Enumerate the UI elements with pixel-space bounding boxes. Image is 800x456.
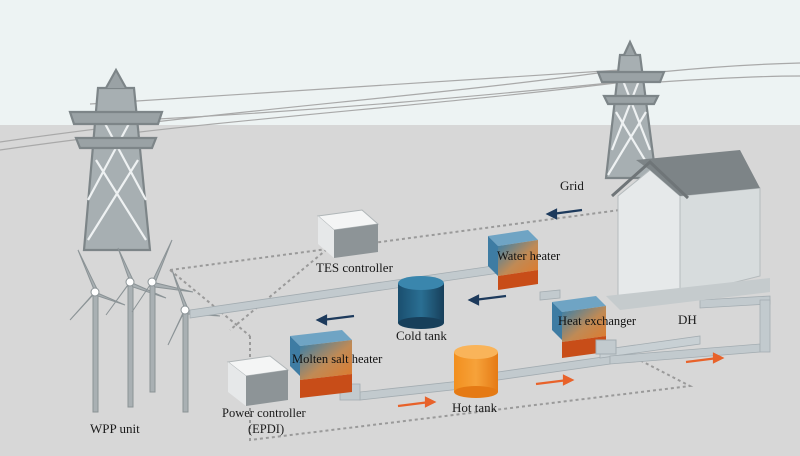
- pipes: [189, 261, 771, 401]
- power-lines: [0, 62, 800, 151]
- power-controller: [226, 355, 290, 406]
- wind-turbine-icon: [69, 249, 126, 413]
- heat-exchanger-label: Heat exchanger: [558, 314, 637, 328]
- heat-exchanger: [552, 296, 617, 358]
- wind-turbines: [69, 239, 221, 413]
- molten-salt-heater-label: Molten salt heater: [292, 352, 383, 366]
- water-heater-label: Water heater: [497, 249, 561, 263]
- water-heater: [488, 230, 538, 290]
- wpp-unit-label: WPP unit: [90, 421, 140, 436]
- cold-tank-label: Cold tank: [396, 328, 447, 343]
- hot-tank-label: Hot tank: [452, 400, 498, 415]
- power-controller-sublabel: (EPDI): [248, 422, 284, 436]
- tes-controller-label: TES controller: [316, 260, 394, 275]
- tes-controller: [316, 209, 380, 258]
- transmission-tower-icon: [596, 39, 666, 180]
- power-controller-label: Power controller: [222, 406, 306, 420]
- flow-arrow-icon: [397, 352, 725, 408]
- wind-turbine-icon: [131, 239, 194, 393]
- district-heating-house-icon: [606, 150, 770, 310]
- flow-arrow-icon: [315, 208, 583, 326]
- dh-label: DH: [678, 312, 697, 327]
- cold-tank: [398, 276, 444, 329]
- grid-label: Grid: [560, 178, 584, 193]
- molten-salt-heater: [290, 330, 352, 398]
- hot-tank: [454, 345, 498, 398]
- transmission-tower-icon: [68, 67, 164, 252]
